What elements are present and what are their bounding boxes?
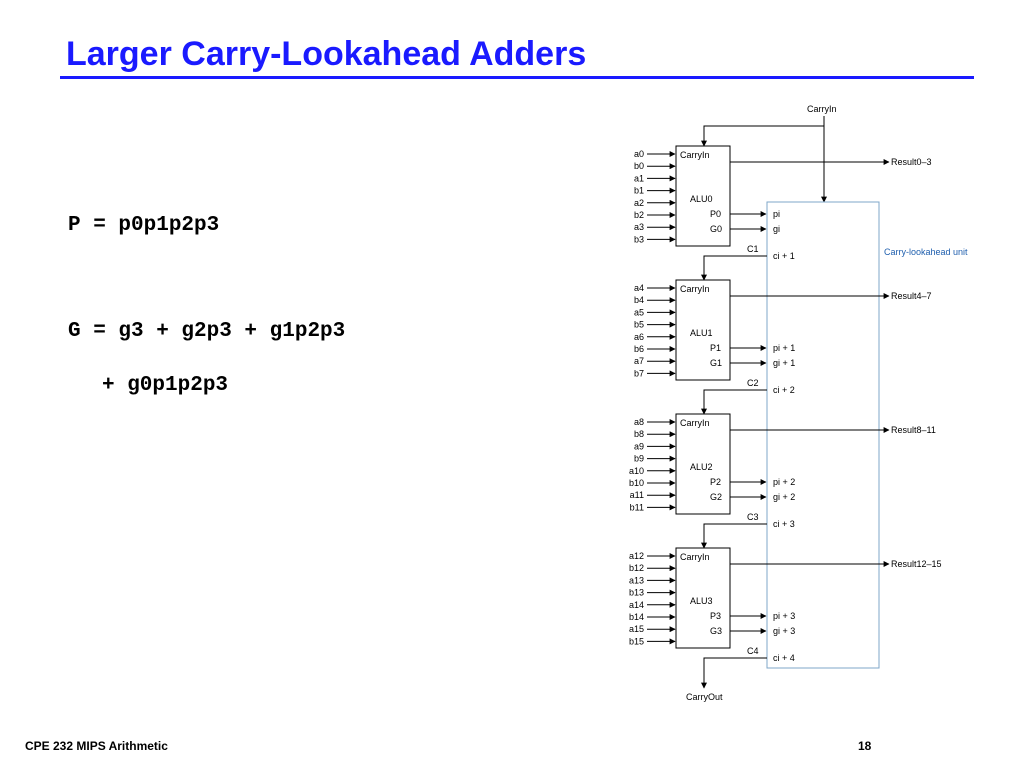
alu3-input-a12: a12 <box>629 551 644 561</box>
alu3-p-label: P3 <box>710 611 721 621</box>
carry-out-wire <box>701 657 767 689</box>
alu3-input-a13: a13 <box>629 575 644 585</box>
alu1-carryin-label: CarryIn <box>680 284 710 294</box>
alu2-input-a11: a11 <box>630 490 644 500</box>
cla-p-input-3: pi + 3 <box>773 611 795 621</box>
alu2-input-a8: a8 <box>634 417 644 427</box>
cla-p-input-1: pi + 1 <box>773 343 795 353</box>
alu1-input-b7: b7 <box>634 368 644 378</box>
cla-g-input-0: gi <box>773 224 780 234</box>
alu2-p-label: P2 <box>710 477 721 487</box>
alu3-input-b13: b13 <box>629 588 644 598</box>
carry-in-to-alu0 <box>701 125 824 147</box>
alu0-input-a2: a2 <box>634 198 644 208</box>
carry-label-c2: C2 <box>747 378 759 388</box>
alu0-input-b1: b1 <box>634 186 644 196</box>
alu0-input-b3: b3 <box>634 234 644 244</box>
carry-c3-wire <box>701 523 767 549</box>
alu2-input-a10: a10 <box>629 466 644 476</box>
alu3-input-b12: b12 <box>629 563 644 573</box>
alu1-input-a6: a6 <box>634 332 644 342</box>
cla-c-output-2: ci + 3 <box>773 519 795 529</box>
alu2-input-a9: a9 <box>634 441 644 451</box>
equation-p: P = p0p1p2p3 <box>68 214 220 237</box>
alu0-name: ALU0 <box>690 194 713 204</box>
carry-c2-wire <box>701 389 767 415</box>
alu2-input-b9: b9 <box>634 454 644 464</box>
alu1-box <box>675 279 731 381</box>
alu2-g-label: G2 <box>710 492 722 502</box>
alu2-input-b8: b8 <box>634 429 644 439</box>
alu0-input-b2: b2 <box>634 210 644 220</box>
carry-lookahead-unit-box <box>766 201 880 669</box>
carry-out-label: CarryOut <box>686 692 723 702</box>
carry-label-c4: C4 <box>747 646 759 656</box>
alu2-name: ALU2 <box>690 462 713 472</box>
alu3-input-a15: a15 <box>629 624 644 634</box>
alu0-input-b0: b0 <box>634 161 644 171</box>
alu3-g-label: G3 <box>710 626 722 636</box>
alu0-carryin-label: CarryIn <box>680 150 710 160</box>
alu3-input-b14: b14 <box>629 612 644 622</box>
carry-lookahead-unit-label: Carry-lookahead unit <box>884 247 968 257</box>
title-underline <box>60 76 974 79</box>
alu1-input-b6: b6 <box>634 344 644 354</box>
cla-g-input-3: gi + 3 <box>773 626 795 636</box>
alu1-input-b5: b5 <box>634 320 644 330</box>
cla-p-input-0: pi <box>773 209 780 219</box>
alu0-input-a1: a1 <box>634 173 644 183</box>
alu3-result-label: Result12–15 <box>891 559 942 569</box>
alu1-result-label: Result4–7 <box>891 291 932 301</box>
alu0-p-label: P0 <box>710 209 721 219</box>
alu2-result-label: Result8–11 <box>891 425 936 435</box>
alu3-name: ALU3 <box>690 596 713 606</box>
alu1-name: ALU1 <box>690 328 713 338</box>
alu3-input-b15: b15 <box>629 636 644 646</box>
alu0-result-label: Result0–3 <box>891 157 932 167</box>
carry-label-c1: C1 <box>747 244 759 254</box>
equation-g-line2: + g0p1p2p3 <box>102 374 229 397</box>
cla-c-output-3: ci + 4 <box>773 653 795 663</box>
alu2-box <box>675 413 731 515</box>
cla-g-input-1: gi + 1 <box>773 358 795 368</box>
alu2-input-b11: b11 <box>630 502 644 512</box>
footer-page-number: 18 <box>858 739 872 753</box>
alu0-input-a0: a0 <box>634 149 644 159</box>
cla-c-output-1: ci + 2 <box>773 385 795 395</box>
alu1-g-label: G1 <box>710 358 722 368</box>
footer-course: CPE 232 MIPS Arithmetic <box>25 739 168 753</box>
carry-c1-wire <box>701 255 767 281</box>
alu1-input-b4: b4 <box>634 295 644 305</box>
alu2-input-b10: b10 <box>629 478 644 488</box>
alu1-p-label: P1 <box>710 343 721 353</box>
alu3-carryin-label: CarryIn <box>680 552 710 562</box>
alu3-input-a14: a14 <box>629 600 644 610</box>
carry-in-label: CarryIn <box>807 104 837 114</box>
alu1-input-a7: a7 <box>634 356 644 366</box>
alu0-box <box>675 145 731 247</box>
carry-label-c3: C3 <box>747 512 759 522</box>
alu2-carryin-label: CarryIn <box>680 418 710 428</box>
cla-p-input-2: pi + 2 <box>773 477 795 487</box>
cla-c-output-0: ci + 1 <box>773 251 795 261</box>
equation-g-line1: G = g3 + g2p3 + g1p2p3 <box>68 320 346 343</box>
alu1-input-a4: a4 <box>634 283 644 293</box>
alu3-box <box>675 547 731 649</box>
alu0-input-a3: a3 <box>634 222 644 232</box>
alu1-input-a5: a5 <box>634 307 644 317</box>
cla-g-input-2: gi + 2 <box>773 492 795 502</box>
slide-title: Larger Carry-Lookahead Adders <box>66 35 587 73</box>
alu0-g-label: G0 <box>710 224 722 234</box>
